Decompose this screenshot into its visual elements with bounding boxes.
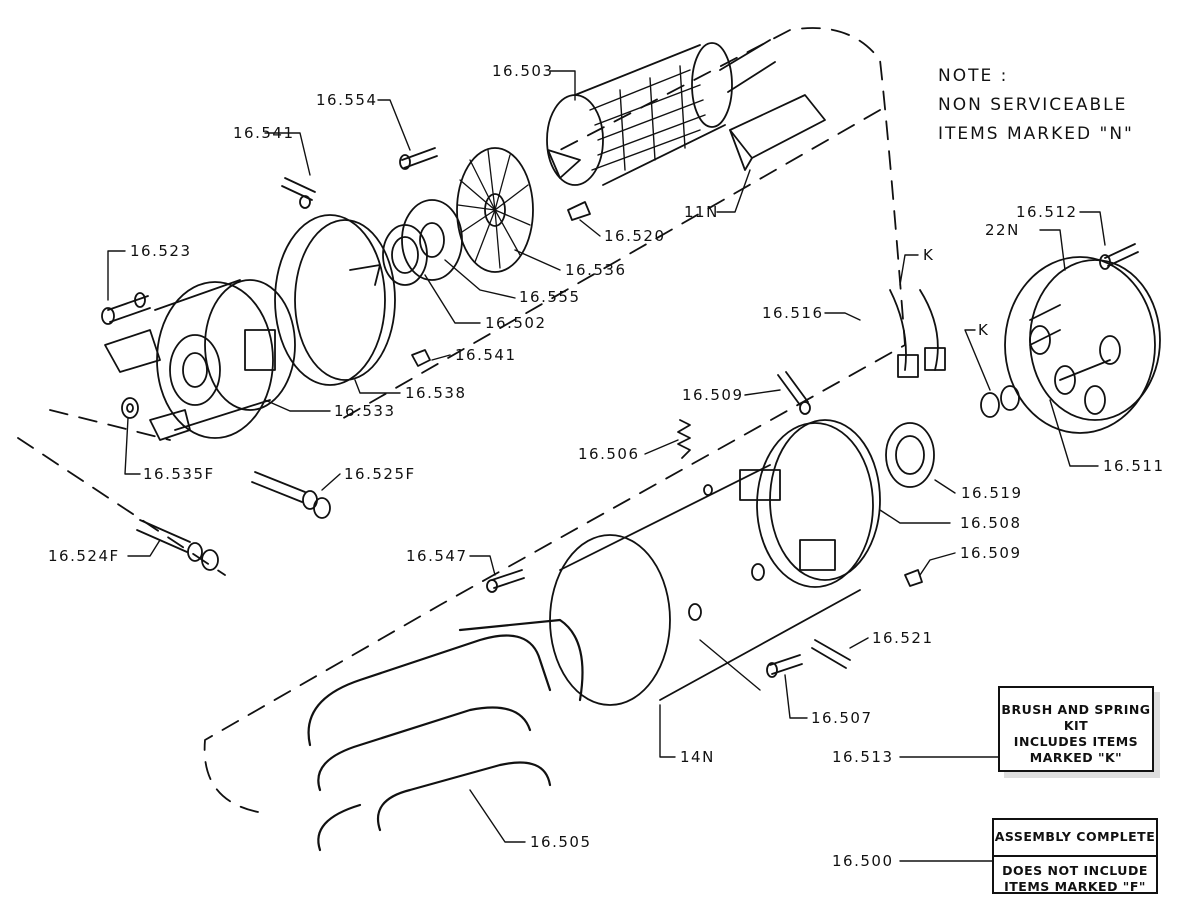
assembly-line-3: ITEMS MARKED "F" xyxy=(1004,879,1146,894)
screw-16-512 xyxy=(1099,243,1139,270)
label-16-520: 16.520 xyxy=(604,227,666,245)
brush-end-assembly xyxy=(1004,256,1161,434)
label-16-538: 16.538 xyxy=(405,384,467,402)
label-16-541-top: 16.541 xyxy=(233,124,295,142)
nut-16-541 xyxy=(411,349,431,367)
label-16-541-bottom: 16.541 xyxy=(455,346,517,364)
bearing-16-519 xyxy=(885,422,935,488)
field-coils xyxy=(307,618,584,852)
label-16-508: 16.508 xyxy=(960,514,1022,532)
brush-springs xyxy=(889,289,1020,418)
label-16-519: 16.519 xyxy=(961,484,1023,502)
fan xyxy=(456,147,534,273)
label-14n: 14N xyxy=(680,748,715,766)
label-16-506: 16.506 xyxy=(578,445,640,463)
nut-16-509-bottom xyxy=(904,569,923,587)
note-block: NOTE : NON SERVICEABLE ITEMS MARKED "N" xyxy=(938,62,1134,149)
label-16-536: 16.536 xyxy=(565,261,627,279)
label-16-511: 16.511 xyxy=(1103,457,1165,475)
washer-16-535f xyxy=(121,397,139,419)
band-strap xyxy=(274,214,396,386)
through-bolt-16-524f xyxy=(136,519,219,571)
label-16-516: 16.516 xyxy=(762,304,824,322)
label-16-525f: 16.525F xyxy=(344,465,416,483)
label-22n: 22N xyxy=(985,221,1020,239)
screw-16-509-top xyxy=(777,371,811,415)
note-title: NOTE : xyxy=(938,66,1009,86)
screw-16-554 xyxy=(399,147,438,170)
label-16-554: 16.554 xyxy=(316,91,378,109)
kit-line-3: INCLUDES ITEMS xyxy=(1013,734,1139,749)
note-line-3: ITEMS MARKED "N" xyxy=(938,124,1134,144)
kit-line-2: KIT xyxy=(1063,718,1089,733)
dashed-guide-lines xyxy=(17,27,906,813)
label-16-500: 16.500 xyxy=(832,852,894,870)
leader-lines xyxy=(107,70,1106,862)
label-k-upper: K xyxy=(923,246,935,264)
label-16-502: 16.502 xyxy=(485,314,547,332)
key-16-520 xyxy=(567,201,591,221)
screw-16-541 xyxy=(281,177,316,209)
label-k-lower: K xyxy=(978,321,990,339)
label-16-509-top: 16.509 xyxy=(682,386,744,404)
note-line-2: NON SERVICEABLE xyxy=(938,95,1128,115)
label-11n: 11N xyxy=(684,203,719,221)
brush-spring-kit-box: BRUSH AND SPRING KIT INCLUDES ITEMS MARK… xyxy=(998,686,1154,772)
kit-line-4: MARKED "K" xyxy=(1029,750,1123,765)
end-frame xyxy=(104,279,296,441)
spring-16-506 xyxy=(677,419,691,459)
bearing-plate xyxy=(382,199,463,286)
label-16-509-bottom: 16.509 xyxy=(960,544,1022,562)
label-16-524f: 16.524F xyxy=(48,547,120,565)
screw-16-547 xyxy=(486,569,525,593)
screw-16-523 xyxy=(101,292,151,325)
assembly-complete-box: ASSEMBLY COMPLETE DOES NOT INCLUDE ITEMS… xyxy=(992,818,1158,894)
screw-16-507 xyxy=(766,654,803,678)
label-16-533: 16.533 xyxy=(334,402,396,420)
label-16-507: 16.507 xyxy=(811,709,873,727)
label-16-521: 16.521 xyxy=(872,629,934,647)
assembly-title: ASSEMBLY COMPLETE xyxy=(994,820,1156,857)
label-16-555: 16.555 xyxy=(519,288,581,306)
through-bolt-16-525f xyxy=(251,471,331,519)
armature xyxy=(546,39,776,186)
label-16-523: 16.523 xyxy=(130,242,192,260)
kit-line-1: BRUSH AND SPRING xyxy=(1001,702,1151,717)
label-16-513: 16.513 xyxy=(832,748,894,766)
assembly-line-2: DOES NOT INCLUDE xyxy=(1002,863,1148,878)
yoke-frame xyxy=(549,419,881,706)
label-16-505: 16.505 xyxy=(530,833,592,851)
bracket-11n xyxy=(729,94,826,171)
stud-16-521 xyxy=(811,639,851,669)
label-16-512: 16.512 xyxy=(1016,203,1078,221)
label-16-503: 16.503 xyxy=(492,62,554,80)
label-16-547: 16.547 xyxy=(406,547,468,565)
label-16-535f: 16.535F xyxy=(143,465,215,483)
